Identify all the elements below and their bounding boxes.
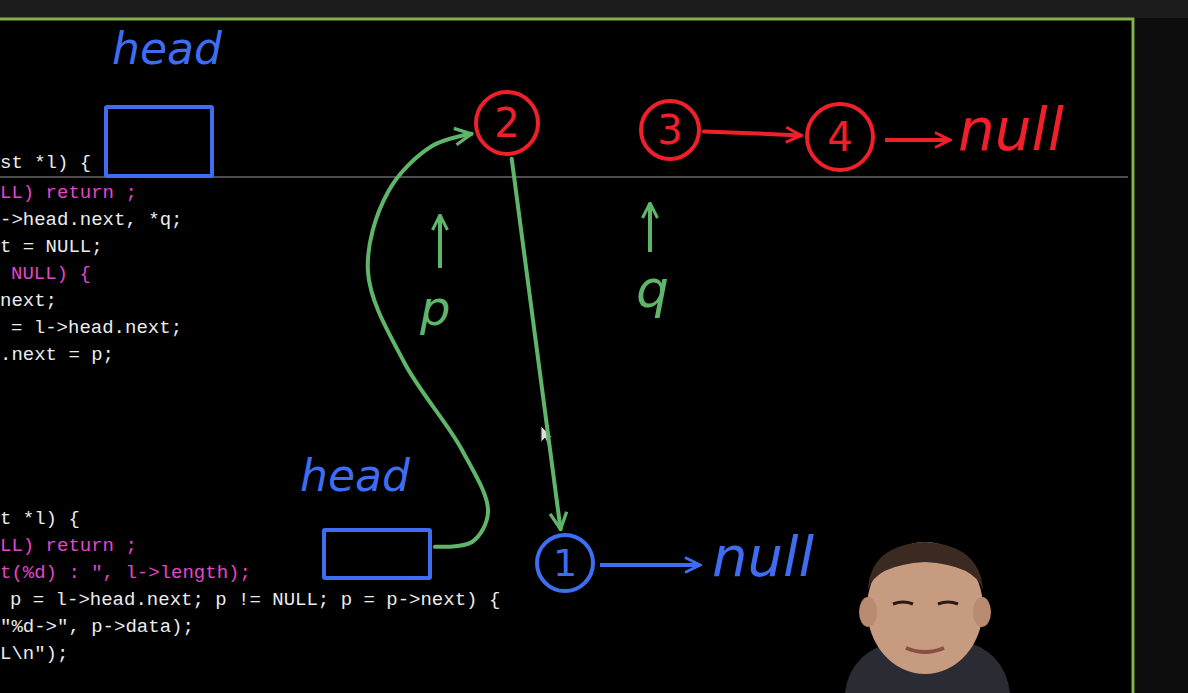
code-line: st *l) { <box>0 152 91 174</box>
code-line: t(%d) : ", l->length); <box>0 562 251 584</box>
node-heading: head <box>112 25 222 73</box>
list-node-circle: 3 <box>639 99 701 161</box>
code-line: t = NULL; <box>0 236 103 258</box>
null-label: null <box>958 100 1064 161</box>
node-number: 1 <box>553 544 577 582</box>
list-node-circle: 1 <box>535 533 595 593</box>
title-bar <box>0 0 1188 18</box>
code-line: "%d->", p->data); <box>0 616 194 638</box>
frame-border <box>1132 18 1135 693</box>
presenter-mouth <box>906 648 944 652</box>
presenter-ear <box>973 597 991 627</box>
pointer-arrow <box>648 203 652 252</box>
next-pointer-arrow <box>512 159 561 530</box>
code-line: = l->head.next; <box>11 317 182 339</box>
presenter-face <box>867 542 983 674</box>
null-pointer-arrow <box>885 138 950 142</box>
list-node-circle: 2 <box>474 90 540 156</box>
circle-outline <box>537 535 593 591</box>
frame-border <box>0 18 1134 21</box>
presenter-eye <box>893 602 913 604</box>
presenter <box>845 542 1010 693</box>
head-box: head <box>104 105 214 178</box>
node-number: 3 <box>657 110 682 150</box>
pointer-arrow <box>438 215 442 268</box>
pointer-label: q <box>636 262 669 317</box>
head-box: head <box>322 528 432 580</box>
node-heading: head <box>300 452 410 500</box>
code-line: L\n"); <box>0 643 68 665</box>
code-line: NULL) { <box>11 263 91 285</box>
list-node-circle: 4 <box>805 102 875 172</box>
code-line: p = l->head.next; p != NULL; p = p->next… <box>10 589 500 611</box>
circle-outline <box>807 104 873 170</box>
circle-outline <box>641 101 699 159</box>
code-line: .next = p; <box>0 344 114 366</box>
side-panel <box>1135 18 1188 693</box>
node-number: 4 <box>827 117 852 157</box>
null-label: null <box>712 528 814 587</box>
code-line: t *l) { <box>0 508 80 530</box>
presenter-ear <box>859 597 877 627</box>
next-pointer-arrow <box>704 131 801 135</box>
circle-outline <box>476 92 538 154</box>
presenter-hair <box>868 542 983 590</box>
code-line: ->head.next, *q; <box>0 209 182 231</box>
code-line: next; <box>0 290 57 312</box>
pointer-label: p <box>420 283 450 333</box>
code-line: LL) return ; <box>0 535 137 557</box>
code-line: LL) return ; <box>0 182 137 204</box>
null-pointer-arrow <box>600 563 700 567</box>
node-number: 2 <box>494 103 519 143</box>
presenter-eye <box>938 602 958 604</box>
